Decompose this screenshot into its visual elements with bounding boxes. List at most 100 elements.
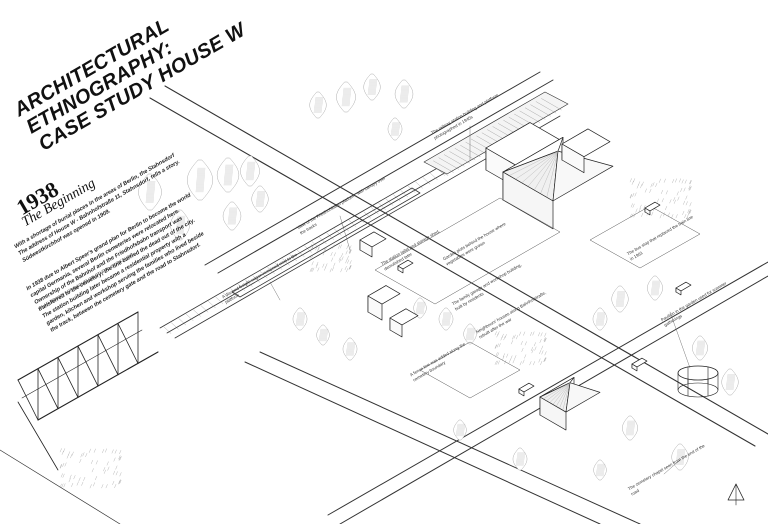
vegetation-stroke	[349, 249, 352, 254]
vegetation-stroke	[118, 455, 121, 460]
tree-hatch	[699, 340, 703, 356]
vegetation-stroke	[689, 186, 692, 191]
roof-hatch	[509, 150, 559, 176]
vegetation-stroke	[89, 448, 91, 453]
canopy-rib	[449, 151, 470, 164]
vegetation-stroke	[85, 453, 88, 457]
vegetation-stroke	[538, 358, 541, 363]
vegetation-stroke	[332, 267, 334, 271]
vegetation-stroke	[331, 257, 334, 262]
tree-hatch	[471, 327, 475, 341]
rail-sleeper	[356, 215, 364, 223]
bridge-diagonal	[97, 334, 119, 376]
vegetation-stroke	[506, 353, 509, 358]
tree-hatch	[651, 280, 655, 296]
rail-sleeper	[408, 185, 416, 193]
roof-hatch	[546, 382, 571, 401]
tree	[309, 91, 327, 119]
vegetation-stroke	[630, 194, 632, 199]
tree-hatch	[251, 161, 255, 181]
riverbank-texture	[59, 448, 122, 489]
house-w-main-building	[502, 137, 614, 230]
vegetation-stroke	[106, 461, 109, 466]
tree-hatch	[653, 280, 657, 296]
roof-hatch	[562, 382, 571, 411]
tree-hatch	[702, 340, 706, 356]
vegetation-stroke	[114, 484, 117, 488]
vegetation-stroke	[495, 352, 498, 357]
tree-hatch	[200, 167, 204, 193]
canopy-rib	[460, 145, 481, 157]
vegetation-stroke	[661, 198, 664, 203]
tree-hatch	[469, 327, 473, 341]
canopy-rib	[535, 101, 557, 114]
vegetation-stroke	[659, 178, 661, 183]
yard-boundary	[374, 197, 561, 305]
roof-flat	[675, 281, 692, 292]
tree-hatch	[201, 167, 205, 193]
truss-bridge	[0, 311, 159, 525]
vegetation-stroke	[62, 473, 65, 478]
cross-road-edge-right	[217, 79, 554, 274]
tree	[438, 307, 454, 331]
tree-hatch	[345, 87, 349, 107]
tree-hatch	[227, 164, 231, 186]
vegetation-stroke	[78, 477, 81, 482]
rail-sleeper	[385, 198, 394, 206]
tree-hatch	[620, 291, 624, 307]
roof-face	[565, 382, 601, 413]
platform-canopy	[423, 91, 569, 175]
vegetation-stroke	[348, 265, 351, 270]
tree-hatch	[345, 342, 349, 356]
vegetation-stroke	[102, 449, 104, 453]
bridge-mid-chord	[21, 329, 143, 399]
tree-hatch	[597, 312, 601, 326]
caption-leaders	[269, 125, 691, 475]
vegetation-stroke	[311, 246, 313, 250]
vegetation-stroke	[118, 456, 121, 461]
tree-hatch	[617, 291, 621, 307]
tree-hatch	[296, 312, 300, 326]
garden-shed	[367, 285, 401, 321]
rail-sleeper	[334, 228, 342, 236]
vegetation-stroke	[675, 178, 677, 183]
tree-hatch	[198, 167, 202, 193]
tree-hatch	[351, 342, 355, 356]
rail-sleeper	[311, 241, 320, 249]
tree-hatch	[700, 340, 704, 356]
tree-hatch	[618, 291, 622, 307]
tree	[512, 447, 528, 471]
tree-hatch	[314, 97, 318, 113]
tree-hatch	[461, 423, 465, 437]
vegetation-stroke	[82, 452, 85, 457]
vegetation-stroke	[689, 180, 692, 184]
vegetation-stroke	[544, 338, 546, 343]
roof-flat	[561, 128, 611, 158]
tree-hatch	[652, 280, 656, 296]
vegetation-stroke	[59, 483, 62, 488]
vegetation-stroke	[322, 251, 325, 256]
tree-hatch	[231, 207, 235, 225]
rail-sleeper	[208, 301, 216, 309]
tree-hatch	[391, 122, 395, 136]
tree-hatch	[316, 97, 320, 113]
rail-sleeper	[230, 288, 238, 296]
vegetation-stroke	[681, 179, 684, 184]
canopy-rib	[438, 157, 459, 170]
tree-hatch	[182, 215, 186, 235]
rail-sleeper	[378, 203, 386, 210]
tree-hatch	[419, 301, 423, 315]
roof-hatch	[527, 150, 559, 187]
vegetation-stroke	[523, 331, 526, 336]
vegetation-stroke	[682, 211, 685, 215]
rail-sleeper	[200, 305, 209, 313]
pavilion-base	[677, 382, 719, 398]
vegetation-stroke	[672, 179, 674, 183]
roof-flat	[397, 259, 414, 270]
vegetation-stroke	[332, 244, 335, 249]
vegetation-stroke	[531, 349, 534, 354]
vegetation-stroke	[497, 331, 500, 336]
tree-hatch	[180, 215, 184, 235]
vegetation-stroke	[93, 482, 95, 487]
tree-hatch	[728, 374, 732, 390]
